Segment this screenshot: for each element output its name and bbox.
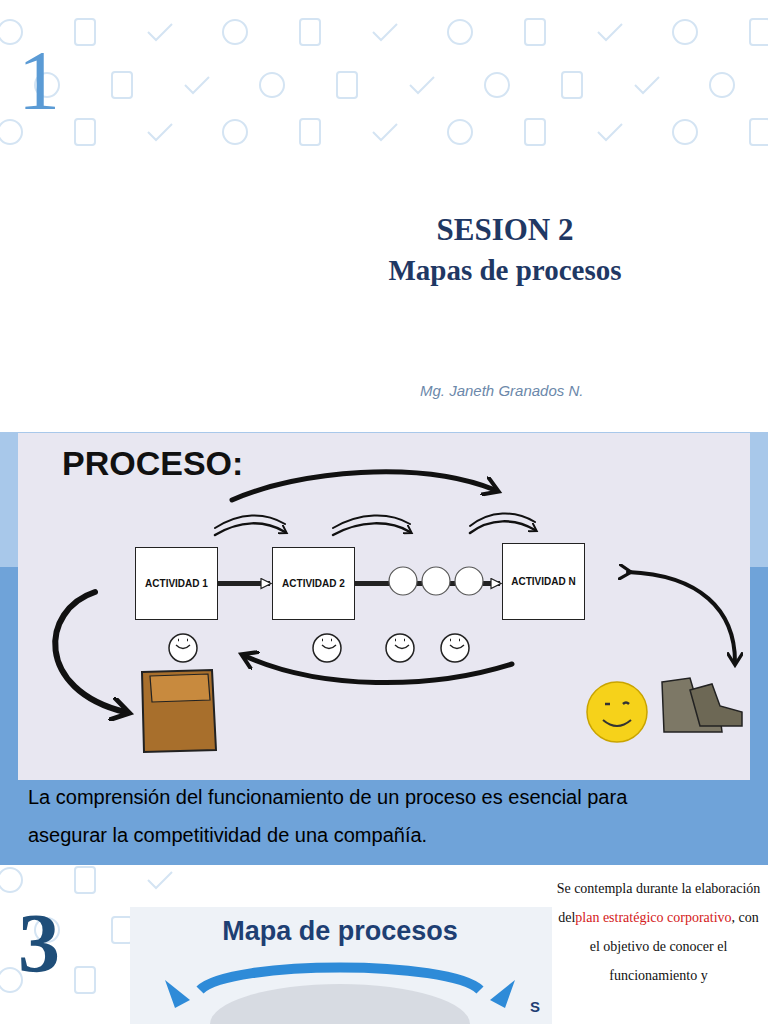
process-heading: PROCESO: (62, 444, 302, 483)
slide-number: 3 (18, 895, 78, 992)
activity-label: ACTIVIDAD 1 (145, 578, 208, 589)
activity-label: ACTIVIDAD 2 (282, 578, 345, 589)
slide-number: 1 (18, 32, 78, 129)
activity-box: ACTIVIDAD N (502, 543, 585, 620)
flow-arrow (218, 581, 270, 586)
slide-paragraph: La comprensión del funcionamiento de un … (28, 778, 688, 854)
slide-title: SESION 2 (305, 212, 705, 248)
side-paragraph: Se contempla durante la elaboración delp… (556, 874, 761, 990)
image-letter: S (530, 998, 550, 1015)
author-name: Mg. Janeth Granados N. (420, 382, 660, 399)
highlight-text: plan estratégico corporativo (575, 910, 731, 925)
activity-box: ACTIVIDAD 1 (135, 547, 218, 620)
image-heading: Mapa de procesos (190, 916, 490, 947)
slide-subtitle: Mapas de procesos (305, 254, 705, 287)
activity-label: ACTIVIDAD N (511, 576, 575, 587)
activity-box: ACTIVIDAD 2 (272, 547, 355, 620)
